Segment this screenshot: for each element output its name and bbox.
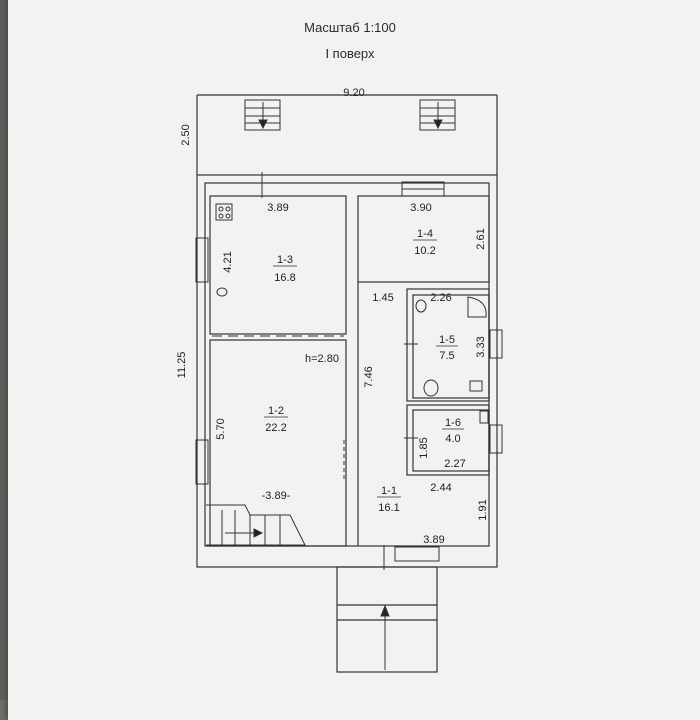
- room-1-1-label: 1-1 16.1: [377, 485, 401, 514]
- floor-label: I поверх: [325, 46, 375, 61]
- room-1-3-label: 1-3 16.8: [273, 254, 297, 284]
- room-1-3-id: 1-3: [277, 254, 293, 266]
- dim-room-1-2-width: -3.89-: [262, 490, 291, 502]
- dim-wc-depth: 1.85: [418, 437, 430, 458]
- room-1-1-area: 16.1: [378, 502, 399, 514]
- dim-room-1-2-depth: 5.70: [215, 418, 227, 439]
- room-1-5-id: 1-5: [439, 334, 455, 346]
- room-1-6-id: 1-6: [445, 417, 461, 429]
- dim-room-1-4-depth: 2.61: [475, 228, 487, 249]
- dim-room-1-3-depth: 4.21: [222, 251, 234, 272]
- dim-hall-bottom-width: 3.89: [423, 534, 444, 546]
- dim-overall-width: 9.20: [343, 87, 364, 99]
- dim-porch-depth: 2.50: [180, 124, 192, 145]
- dim-hall-depth: 1.91: [477, 499, 489, 520]
- room-1-3-area: 16.8: [274, 272, 295, 284]
- dim-overall-length: 11.25: [176, 352, 188, 379]
- dim-corridor-width: 1.45: [372, 292, 393, 304]
- room-1-3-outline: [209, 195, 347, 335]
- room-1-2-id: 1-2: [268, 405, 284, 417]
- dim-corridor-length: 7.46: [363, 366, 375, 387]
- dim-ceiling-height: h=2.80: [305, 353, 339, 365]
- room-1-5-area: 7.5: [439, 350, 454, 362]
- room-1-1-id: 1-1: [381, 485, 397, 497]
- floor-plan: 9.20 2.50 11.25 3.89 4.21 3.90 2.61 1.45…: [176, 87, 503, 673]
- room-1-4-label: 1-4 10.2: [413, 228, 437, 257]
- dim-bath-depth: 3.33: [475, 336, 487, 357]
- dim-wc-width: 2.27: [444, 458, 465, 470]
- room-1-4-id: 1-4: [417, 228, 433, 240]
- dim-hall-top-width: 2.44: [430, 482, 451, 494]
- document-sheet: [8, 0, 700, 720]
- dim-room-1-4-width: 3.90: [410, 202, 431, 214]
- dim-bath-width: 2.26: [430, 292, 451, 304]
- room-1-2-label: 1-2 22.2: [264, 405, 288, 434]
- scale-label: Масштаб 1:100: [304, 20, 396, 35]
- room-1-6-label: 1-6 4.0: [442, 417, 464, 445]
- room-1-2-area: 22.2: [265, 422, 286, 434]
- room-1-4-area: 10.2: [414, 245, 435, 257]
- room-1-6-area: 4.0: [445, 433, 460, 445]
- porch-stairs-right: [419, 99, 456, 131]
- room-1-5-label: 1-5 7.5: [436, 334, 458, 362]
- outer-wall: [196, 174, 498, 568]
- porch-stairs-left: [244, 99, 281, 131]
- room-1-2-outline: [209, 339, 347, 547]
- dim-room-1-3-width: 3.89: [267, 202, 288, 214]
